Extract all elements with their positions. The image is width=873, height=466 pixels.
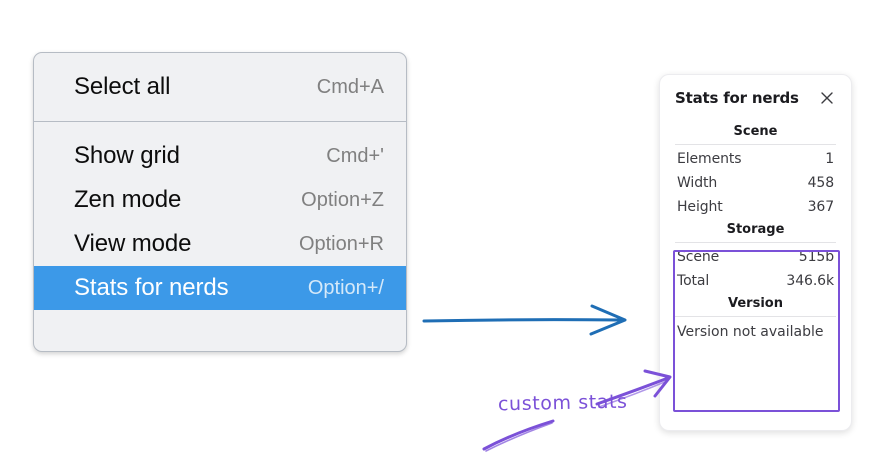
blue-arrow-icon [422,304,627,336]
stat-value: 1 [825,151,834,167]
section-rule [675,242,836,243]
version-text: Version not available [677,324,824,340]
purple-underline-arrow-icon [482,419,555,452]
stat-key: Elements [677,151,742,167]
menu-item-select-all[interactable]: Select all Cmd+A [34,65,406,109]
stat-row: Width 458 [675,171,836,195]
context-menu[interactable]: Select all Cmd+A Show grid Cmd+' Zen mod… [33,52,407,352]
menu-item-label: Show grid [74,142,180,169]
menu-item-shortcut: Cmd+' [326,144,384,167]
panel-title: Stats for nerds [675,89,799,107]
menu-separator [34,121,406,122]
stat-row: Elements 1 [675,147,836,171]
menu-item-show-grid[interactable]: Show grid Cmd+' [34,134,406,178]
menu-item-shortcut: Option+/ [307,276,384,299]
menu-item-label: Stats for nerds [74,274,229,301]
menu-item-label: View mode [74,230,192,257]
menu-item-zen-mode[interactable]: Zen mode Option+Z [34,178,406,222]
stat-key: Total [677,273,710,289]
menu-item-view-mode[interactable]: View mode Option+R [34,222,406,266]
menu-group-2: Show grid Cmd+' Zen mode Option+Z View m… [34,122,406,330]
menu-item-shortcut: Cmd+A [316,75,384,98]
stat-row: Total 346.6k [675,269,836,293]
stat-value: 458 [807,175,835,191]
menu-item-label: Zen mode [74,186,182,213]
stat-row: Height 367 [675,195,836,219]
stat-key: Scene [677,249,720,265]
stats-for-nerds-panel: Stats for nerds Scene Elements 1 Width 4… [659,74,852,431]
stat-value: 515b [798,249,834,265]
stat-key: Height [677,199,723,215]
section-rule [675,316,836,317]
stat-value: 346.6k [786,273,834,289]
section-heading-version: Version [728,296,783,311]
menu-group-1: Select all Cmd+A [34,53,406,121]
menu-bottom-padding [34,310,406,330]
section-rule [675,144,836,145]
section-heading-scene: Scene [733,124,778,139]
annotation-label-custom-stats: custom stats [497,390,628,416]
stat-row: Scene 515b [675,245,836,269]
stat-value: 367 [807,199,835,215]
menu-item-shortcut: Option+Z [301,188,384,211]
menu-item-shortcut: Option+R [298,232,384,255]
close-icon[interactable] [818,89,836,107]
panel-titlebar: Stats for nerds [675,89,836,107]
menu-item-stats-for-nerds[interactable]: Stats for nerds Option+/ [34,266,406,310]
menu-item-label: Select all [74,73,171,100]
stat-key: Width [677,175,718,191]
section-heading-storage: Storage [726,222,785,237]
